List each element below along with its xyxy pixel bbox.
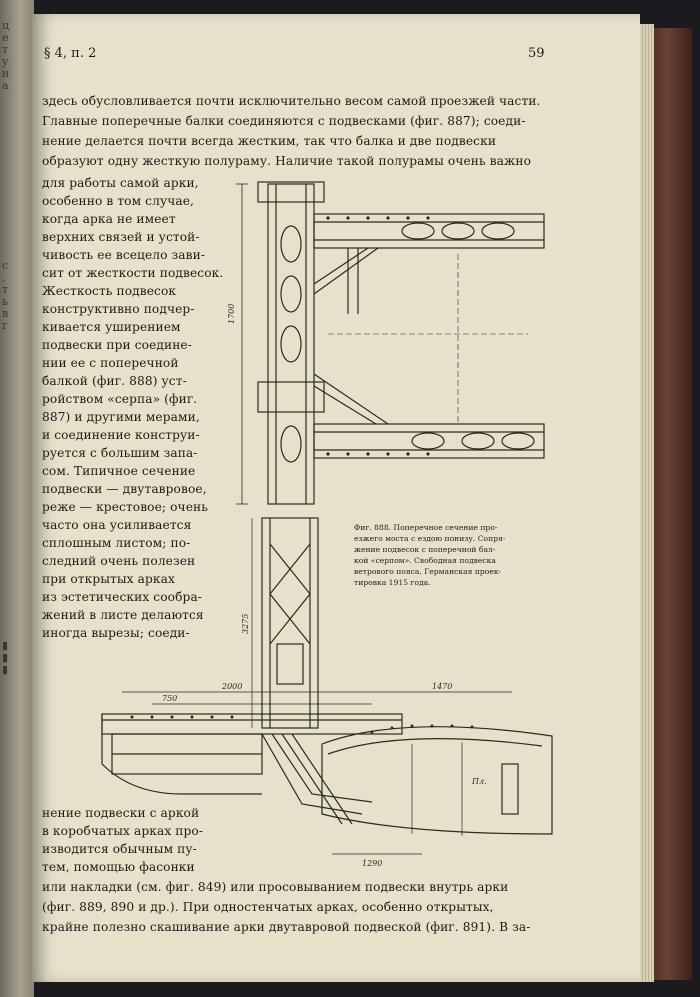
text-line: здесь обусловливается почти исключительн… [42,94,541,108]
text-line: чивость ее всецело зави- [42,248,206,262]
dimension-label: 3275 [241,614,250,634]
text-line: кивается уширением [42,320,181,334]
text-line: реже — крестовое; очень [42,500,208,514]
caption-line: езжего моста с ездою понизу. Сопря- [354,534,506,543]
dimension-label: 1470 [432,682,452,691]
text-line: из эстетических сообра- [42,590,203,604]
text-line: в коробчатых арках про- [42,824,204,838]
text-line: образуют одну жесткую полураму. Наличие … [42,154,532,168]
caption-line: ветрового пояса. Германская проек- [354,567,502,576]
text-line: руется с большим запа- [42,446,198,460]
text-line: когда арка не имеет [42,212,176,226]
caption-line: тировка 1915 года. [354,578,431,587]
dimension-label: 2000 [221,682,242,691]
book-cover [650,28,692,980]
text-line: часто она усиливается [42,518,192,532]
caption-line: кой «серпом». Свободная подвеска [354,556,496,565]
text-line: подвески при соедине- [42,338,192,352]
dimension-label: Пл. [471,777,487,786]
text-line: (фиг. 889, 890 и др.). При одностенчатых… [42,900,494,914]
caption-line: жение подвесок с поперечной бал- [354,545,496,554]
text-line: следний очень полезен [42,554,196,568]
text-line: при открытых арках [42,572,175,586]
book-page: § 4, п. 2 59 здесь обусловливается почти… [32,14,640,982]
figure-caption: Фиг. 888. Поперечное сечение про- езжего… [354,522,564,588]
text-line: 887) и другими мерами, [42,410,200,424]
text-line: или накладки (см. фиг. 849) или просовыв… [42,880,509,894]
text-line: Главные поперечные балки соединяются с п… [42,114,526,128]
text-line: верхних связей и устой- [42,230,200,244]
text-line: нение делается почти всегда жестким, так… [42,134,497,148]
technical-drawing-lower: 2000 1470 750 1290 Пл. 3275 [101,517,553,868]
text-line: изводится обычным пу- [42,842,197,856]
text-line: балкой (фиг. 888) уст- [42,374,187,388]
text-line: иногда вырезы; соеди- [42,626,190,640]
text-line: сит от жесткости подвесок. [42,266,224,280]
text-line: нение подвески с аркой [42,806,200,820]
text-line: нии ее с поперечной [42,356,179,370]
caption-line: Фиг. 888. Поперечное сечение про- [354,523,498,532]
text-line: ройством «серпа» (фиг. [42,392,198,406]
text-line: конструктивно подчер- [42,302,195,316]
technical-drawing-upper: 1700 [228,181,545,505]
text-line: и соединение конструи- [42,428,200,442]
text-line: сом. Типичное сечение [42,464,196,478]
section-reference: § 4, п. 2 [44,46,97,61]
text-line: крайне полезно скашивание арки двутавров… [42,920,531,934]
text-line: особенно в том случае, [42,194,195,208]
text-line: жений в листе делаются [42,608,204,622]
dimension-label: 1700 [228,304,236,324]
text-line: тем, помощью фасонки [42,860,195,874]
page-number: 59 [528,46,545,61]
text-line: сплошным листом; по- [42,536,191,550]
text-line: подвески — двутавровое, [42,482,207,496]
text-line: Жесткость подвесок [42,284,177,298]
text-line: для работы самой арки, [42,176,199,190]
dimension-label: 750 [162,694,177,703]
dimension-label: 1290 [362,859,382,868]
